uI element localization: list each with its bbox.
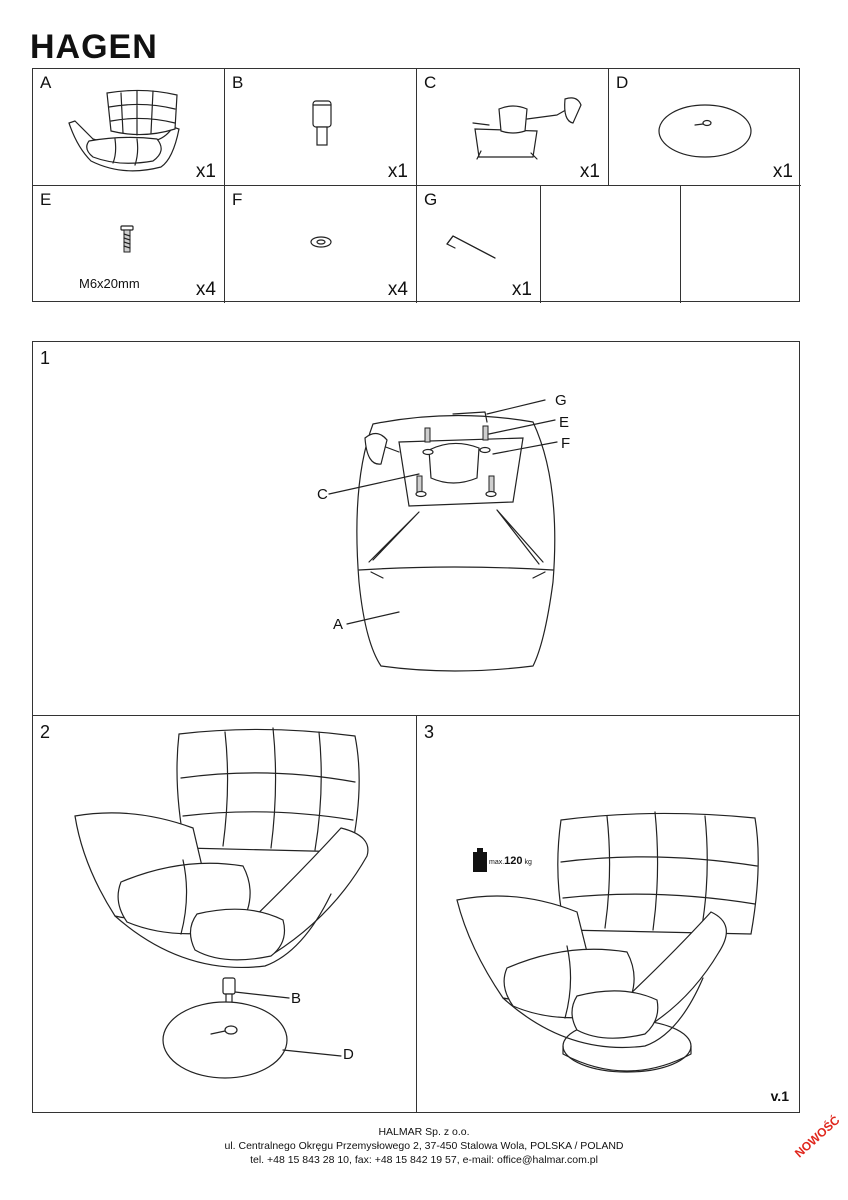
step-3-assembled-chair-illustration xyxy=(456,811,759,1073)
part-letter: G xyxy=(424,190,438,209)
step-3-panel: 3 max.120 kg v.1 xyxy=(416,715,800,1113)
version-label: v.1 xyxy=(770,1088,789,1104)
max-load-prefix: max. xyxy=(489,859,505,866)
callout-d: D xyxy=(343,1046,354,1063)
allen-key-illustration xyxy=(446,235,496,259)
part-qty: x4 xyxy=(195,279,216,300)
bolt-illustration xyxy=(120,225,134,253)
part-cell-g: G x1 xyxy=(417,186,541,303)
callout-f: F xyxy=(561,435,571,452)
part-cell-b: B x1 xyxy=(225,69,417,186)
max-load-value: 120 xyxy=(504,855,523,867)
part-qty: x4 xyxy=(387,279,408,300)
step-1-panel: 1 G E F C A xyxy=(32,341,800,716)
part-letter: A xyxy=(40,73,52,92)
part-letter: F xyxy=(232,190,243,209)
step-2-panel: 2 B D xyxy=(32,715,417,1113)
weight-icon xyxy=(473,848,487,872)
swivel-mechanism-illustration xyxy=(472,97,582,160)
parts-grid: A x1 B x1 C x1 D xyxy=(32,68,801,303)
max-load-unit: kg xyxy=(524,859,532,866)
part-letter: D xyxy=(616,73,629,92)
callout-a: A xyxy=(333,616,344,633)
step-2-assembly-illustration xyxy=(74,727,369,1079)
round-base-illustration xyxy=(658,104,752,158)
callout-c: C xyxy=(317,486,328,503)
part-cell-c: C x1 xyxy=(417,69,609,186)
part-cell-d: D x1 xyxy=(609,69,801,186)
callout-g: G xyxy=(555,392,567,409)
part-qty: x1 xyxy=(579,161,600,182)
armchair-seat-illustration xyxy=(68,89,180,172)
part-letter: E xyxy=(40,190,52,209)
max-load-label: max.120 kg xyxy=(489,855,532,867)
step-number: 1 xyxy=(40,348,51,368)
part-cell-f: F x4 xyxy=(225,186,417,303)
part-letter: B xyxy=(232,73,244,92)
washer-illustration xyxy=(310,236,332,248)
callout-e: E xyxy=(559,414,570,431)
part-cell-a: A x1 xyxy=(33,69,225,186)
part-qty: x1 xyxy=(772,161,793,182)
bolt-size-label: M6x20mm xyxy=(79,276,140,291)
step-1-assembly-illustration xyxy=(328,399,558,672)
footer-company: HALMAR Sp. z o.o. xyxy=(378,1126,470,1138)
footer-address: ul. Centralnego Okręgu Przemysłowego 2, … xyxy=(224,1140,624,1152)
part-cell-e: E M6x20mm x4 xyxy=(33,186,225,303)
footer-contact: tel. +48 15 843 28 10, fax: +48 15 842 1… xyxy=(250,1154,598,1166)
product-title: HAGEN xyxy=(30,28,158,66)
part-qty: x1 xyxy=(195,161,216,182)
callout-b: B xyxy=(291,990,302,1007)
step-number: 2 xyxy=(40,722,51,742)
empty-cell xyxy=(681,186,801,303)
gas-lift-cylinder-illustration xyxy=(312,100,332,146)
empty-cell xyxy=(541,186,681,303)
part-qty: x1 xyxy=(511,279,532,300)
part-qty: x1 xyxy=(387,161,408,182)
step-number: 3 xyxy=(424,722,435,742)
part-letter: C xyxy=(424,73,437,92)
